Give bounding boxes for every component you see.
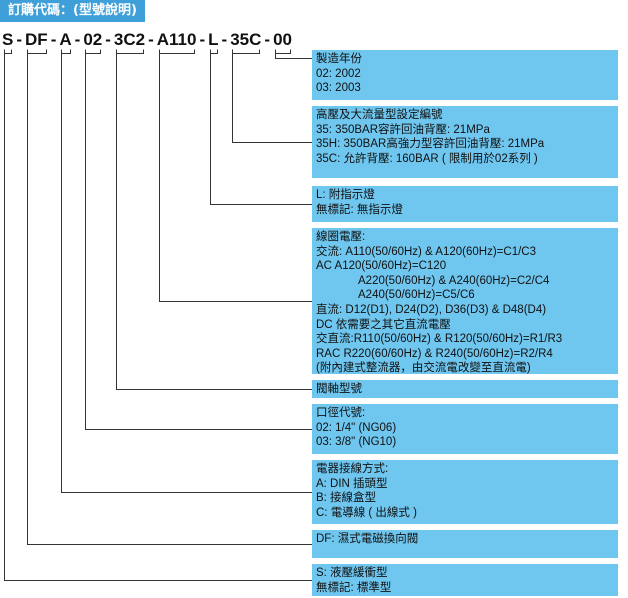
box-line: 無標記: 無指示燈 xyxy=(316,203,403,216)
box-line: 03: 2003 xyxy=(316,82,361,95)
box-line: 製造年份 xyxy=(316,53,362,65)
leader-line xyxy=(210,53,312,205)
box-line: 口徑代號: xyxy=(316,407,366,419)
code-segment-year: 00 xyxy=(273,30,292,49)
box-line: 線圈電壓: xyxy=(316,231,366,243)
box-line: 交流: A110(50/60Hz) & A120(60Hz)=C1/C3 xyxy=(316,245,536,258)
leader-line xyxy=(27,53,312,545)
code-segment-size: 02 xyxy=(83,30,103,49)
box-line: B: 接線盒型 xyxy=(316,492,377,505)
box-line: 35H: 350BAR高強力型容許回油背壓: 21MPa xyxy=(316,138,545,151)
box-line: 35C: 允許背壓: 160BAR ( 限制用於02系列 ) xyxy=(316,152,538,165)
box-valve-size: 口徑代號: 02: 1/4" (NG06) 03: 3/8" (NG10) xyxy=(312,404,618,454)
box-coil-voltage: 線圈電壓: 交流: A110(50/60Hz) & A120(60Hz)=C1/C… xyxy=(312,228,618,374)
code-segment-pressure: 35C xyxy=(230,30,262,49)
code-segment-spool: 3C2 xyxy=(113,30,146,49)
box-line: A220(50/60Hz) & A240(60Hz)=C2/C4 xyxy=(358,274,550,287)
box-line: L: 附指示燈 xyxy=(316,189,375,201)
box-line: 35: 350BAR容許回油背壓: 21MPa xyxy=(316,123,490,136)
box-line: A: DIN 插頭型 xyxy=(316,477,388,490)
box-line: C: 電導線 ( 出線式 ) xyxy=(316,506,417,519)
code-separator: - xyxy=(221,30,228,49)
code-separator: - xyxy=(50,30,57,49)
box-line: 高壓及大流量型設定編號 xyxy=(316,109,443,121)
box-pressure-flow: 高壓及大流量型設定編號 35: 350BAR容許回油背壓: 21MPa 35H: 3… xyxy=(312,106,618,178)
box-shock-type: S: 液壓緩衝型無標記: 標準型 xyxy=(312,564,618,596)
box-spool-type: 閥軸型號 xyxy=(312,380,618,398)
box-line: (附內建式整流器，由交流電改變至直流電) xyxy=(316,362,531,375)
box-line: DC 依需要之其它直流電壓 xyxy=(316,318,451,331)
leader-line xyxy=(116,53,312,390)
leader-line xyxy=(61,53,312,493)
box-line: 直流: D12(D1), D24(D2), D36(D3) & D48(D4) xyxy=(316,303,547,316)
box-line: 02: 1/4" (NG06) xyxy=(316,421,397,434)
model-code: S-DF-A-02-3C2-A110-L-35C-00 xyxy=(2,29,292,51)
box-line: RAC R220(60/60Hz) & R240(50/60Hz)=R2/R4 xyxy=(316,347,553,360)
code-separator: - xyxy=(148,30,154,49)
code-separator: - xyxy=(74,30,81,49)
box-valve-type: DF: 濕式電磁換向閥 xyxy=(312,530,618,558)
leader-line xyxy=(275,53,312,59)
box-line: 電器接線方式: xyxy=(316,463,389,475)
leader-line xyxy=(4,53,312,581)
code-segment-valve-type: DF xyxy=(25,30,48,49)
code-segment-shock: S xyxy=(2,30,14,49)
box-line: 02: 2002 xyxy=(316,67,361,80)
leader-line xyxy=(85,53,312,430)
code-segment-coil: A110 xyxy=(156,30,197,49)
box-line: DF: 濕式電磁換向閥 xyxy=(316,533,419,545)
box-line: A240(50/60Hz)=C5/C6 xyxy=(358,289,475,302)
order-code-title: 訂購代碼：(型號說明) xyxy=(0,0,145,22)
code-segment-light: L xyxy=(208,30,219,49)
code-separator: - xyxy=(16,30,23,49)
box-line: 無標記: 標準型 xyxy=(316,581,392,594)
box-line: AC A120(50/60Hz)=C120 xyxy=(316,260,447,273)
box-design-year: 製造年份 02: 2002 03: 2003 xyxy=(312,50,618,100)
box-line: 交直流:R110(50/60Hz) & R120(50/60Hz)=R1/R3 xyxy=(316,333,563,346)
box-line: 閥軸型號 xyxy=(316,383,362,395)
box-line: 03: 3/8" (NG10) xyxy=(316,436,397,449)
code-separator: - xyxy=(105,30,111,49)
leader-line xyxy=(232,53,312,143)
code-segment-connection: A xyxy=(59,30,72,49)
code-separator: - xyxy=(199,30,206,49)
box-indicator-light: L: 附指示燈無標記: 無指示燈 xyxy=(312,186,618,222)
code-separator: - xyxy=(264,30,271,49)
leader-line xyxy=(159,53,312,302)
box-line: S: 液壓緩衝型 xyxy=(316,567,388,579)
